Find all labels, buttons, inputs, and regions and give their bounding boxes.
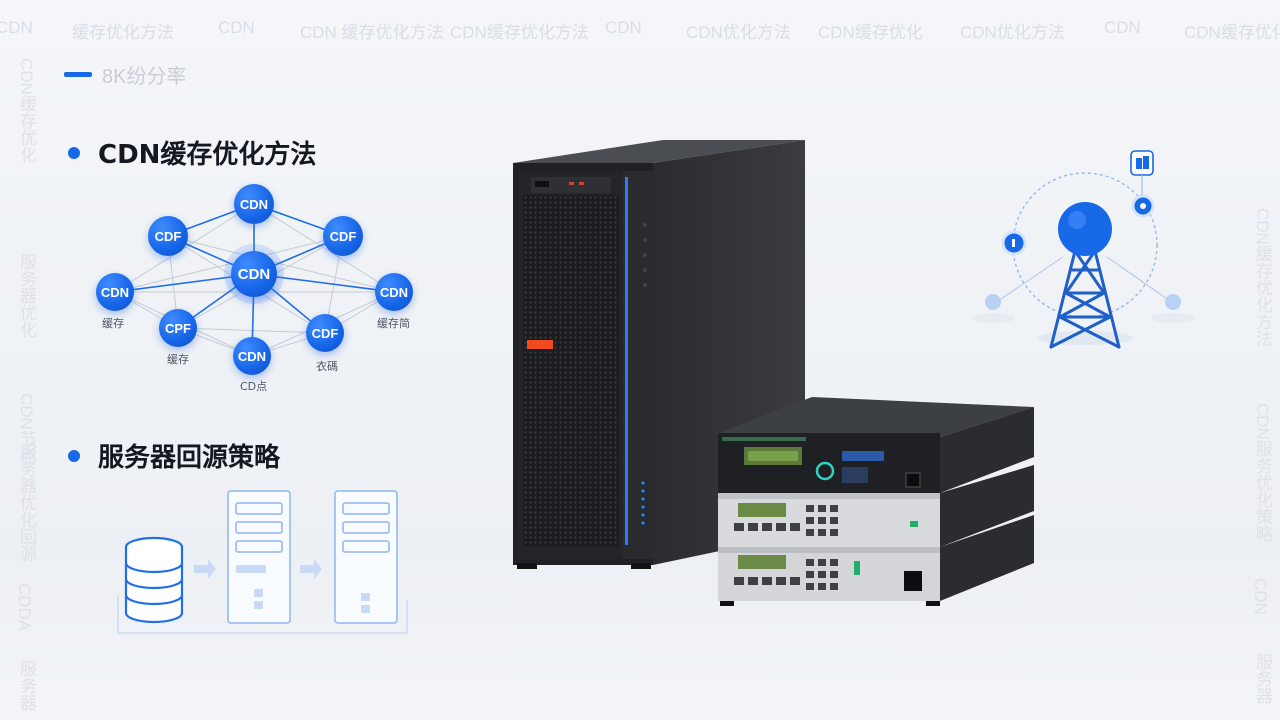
node-caption: 缓存 bbox=[167, 353, 189, 366]
watermark-text: CDN缓存优化方法 bbox=[1253, 208, 1272, 347]
section-title: CDN缓存优化方法 bbox=[98, 140, 317, 170]
node-caption: CD点 bbox=[240, 380, 268, 393]
accent-bar bbox=[64, 71, 92, 77]
watermark-text: 服务器优化回源 bbox=[17, 443, 36, 562]
node-caption: 衣碼 bbox=[316, 360, 338, 373]
origin-fetch-diagram bbox=[110, 485, 415, 640]
watermark-text: 服务器 bbox=[17, 660, 36, 711]
cdn-node: CDF bbox=[323, 216, 363, 256]
watermark-text: CDN缓存优化 bbox=[17, 58, 36, 163]
resolution-text: 8K纷分率 bbox=[102, 65, 187, 88]
server-outline-icon bbox=[227, 490, 291, 624]
watermark-text: 服务器 bbox=[1253, 653, 1272, 704]
cdn-node: CDN bbox=[233, 337, 271, 375]
watermark-text: CDN优化方法 bbox=[686, 23, 791, 42]
status-led bbox=[527, 340, 553, 349]
resolution-label: 8K纷分率 bbox=[64, 62, 187, 88]
section-origin-strategy: 服务器回源策略 bbox=[68, 437, 280, 474]
watermark-text: 缓存优化方法 bbox=[72, 23, 174, 42]
cdn-node: CDN bbox=[96, 273, 134, 311]
watermark-text: CDDA bbox=[15, 583, 34, 632]
watermark-text: CDN缓存优化 bbox=[818, 23, 923, 42]
watermark-text: CDN 缓存优化方法 bbox=[300, 23, 444, 42]
signal-tower-illustration bbox=[965, 145, 1205, 360]
watermark-text: CDN bbox=[0, 18, 33, 37]
node-caption: 缓存简 bbox=[377, 317, 410, 330]
cdn-node: CPF bbox=[159, 309, 197, 347]
watermark-text: CDN缓存优化方法 bbox=[450, 23, 589, 42]
database-icon bbox=[124, 536, 184, 624]
watermark-text: CDN bbox=[605, 18, 642, 37]
watermark-text: 服务器优化 bbox=[17, 253, 36, 338]
cdn-node: CDF bbox=[306, 314, 344, 352]
watermark-text: CDN节点 bbox=[17, 393, 36, 464]
section-cdn-cache: CDN缓存优化方法 bbox=[68, 134, 316, 171]
watermark-text: CDN优化方法 bbox=[960, 23, 1065, 42]
server-outline-icon bbox=[334, 490, 398, 624]
watermark-top-row: CDN 缓存优化方法 CDN CDN 缓存优化方法 CDN缓存优化方法 CDN … bbox=[0, 18, 1280, 42]
watermark-text: CDN bbox=[1251, 578, 1270, 615]
rack-servers-illustration bbox=[714, 395, 1039, 610]
section-title: 服务器回源策略 bbox=[98, 443, 281, 473]
origin-diagram-graphic bbox=[117, 490, 408, 634]
cdn-network-diagram: CDN CDF CDF CDN CDN CDN CPF CDF CDN 缓存 缓… bbox=[80, 175, 440, 410]
watermark-text: CDN服务优化策略 bbox=[1253, 403, 1272, 542]
rack-servers-graphic bbox=[718, 397, 1034, 606]
watermark-text: CDN bbox=[218, 18, 255, 37]
watermark-text: CDN bbox=[1104, 18, 1141, 37]
node-caption: 缓存 bbox=[102, 317, 124, 330]
cdn-hub-node: CDN bbox=[231, 251, 277, 297]
signal-tower-graphic bbox=[971, 150, 1195, 349]
cdn-node: CDN bbox=[375, 273, 413, 311]
cdn-node: CDF bbox=[148, 216, 188, 256]
bullet-dot bbox=[68, 146, 80, 159]
watermark-text: CDN缓存优化 bbox=[1184, 23, 1280, 42]
cdn-node: CDN bbox=[234, 184, 274, 224]
bullet-dot bbox=[68, 449, 80, 462]
